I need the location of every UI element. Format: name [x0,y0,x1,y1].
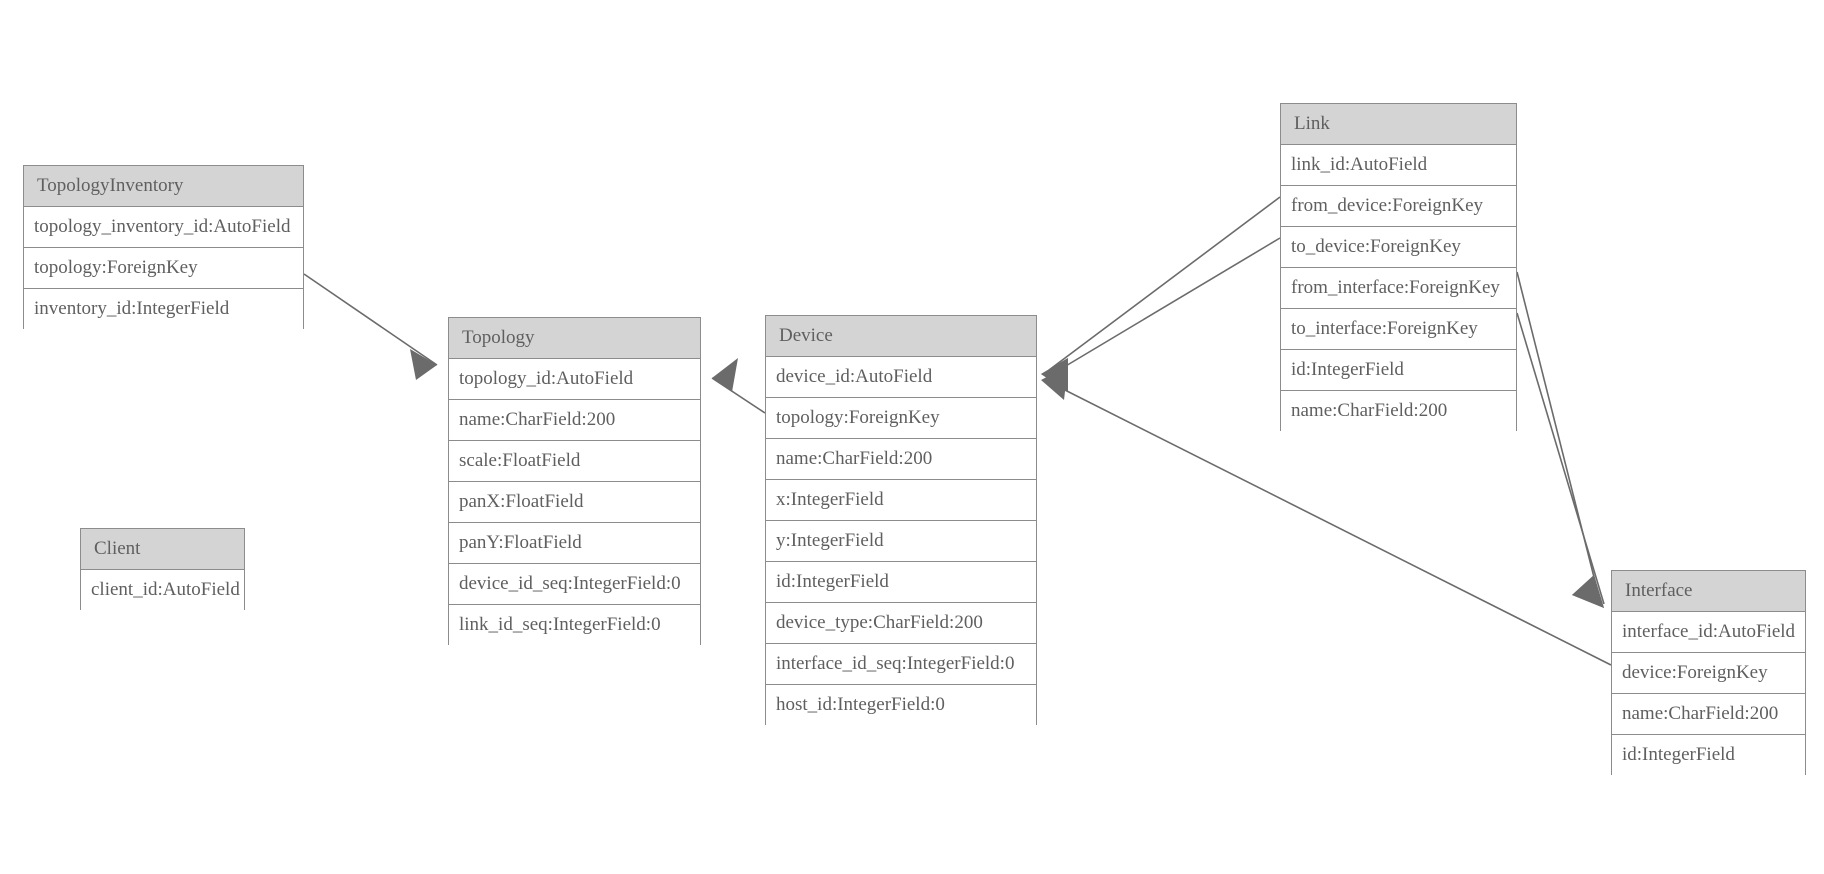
relationship-line-link-from-device [1048,196,1281,371]
entity-field: device_id:AutoField [766,357,1036,398]
arrowhead-icon [1041,366,1068,400]
arrowhead-icon [712,358,738,392]
entity-field: id:IntegerField [1612,735,1805,776]
entity-field: topology:ForeignKey [766,398,1036,439]
entity-field: scale:FloatField [449,441,700,482]
entity-field: panY:FloatField [449,523,700,564]
entity-field: x:IntegerField [766,480,1036,521]
entity-field: from_device:ForeignKey [1281,186,1516,227]
entity-field: client_id:AutoField [81,570,244,611]
relationship-line-device-topology [711,377,766,414]
entity-field: id:IntegerField [1281,350,1516,391]
relationship-line-link-to-interface [1516,312,1605,605]
entity-field: inventory_id:IntegerField [24,289,303,330]
entity-title-client: Client [81,529,244,570]
entity-field: from_interface:ForeignKey [1281,268,1516,309]
entity-title-topology: Topology [449,318,700,359]
arrowhead-icon [1041,358,1068,392]
relationship-line-link-to-device [1048,237,1281,377]
entity-field: interface_id_seq:IntegerField:0 [766,644,1036,685]
entity-field: y:IntegerField [766,521,1036,562]
relationship-line-topologyinventory-topology [303,273,438,366]
relationship-line-link-from-interface [1516,271,1601,602]
entity-title-topology_inventory: TopologyInventory [24,166,303,207]
entity-title-link: Link [1281,104,1516,145]
entity-field: device_id_seq:IntegerField:0 [449,564,700,605]
entity-field: to_interface:ForeignKey [1281,309,1516,350]
entity-field: host_id:IntegerField:0 [766,685,1036,726]
entity-field: device_type:CharField:200 [766,603,1036,644]
entity-field: device:ForeignKey [1612,653,1805,694]
entity-field: id:IntegerField [766,562,1036,603]
entity-field: link_id_seq:IntegerField:0 [449,605,700,646]
entity-field: to_device:ForeignKey [1281,227,1516,268]
arrowhead-icon [410,349,437,380]
entity-field: topology_id:AutoField [449,359,700,400]
entity-field: name:CharField:200 [766,439,1036,480]
entity-field: panX:FloatField [449,482,700,523]
entity-field: interface_id:AutoField [1612,612,1805,653]
entity-field: name:CharField:200 [449,400,700,441]
entity-title-interface: Interface [1612,571,1805,612]
entity-field: topology_inventory_id:AutoField [24,207,303,248]
entity-field: link_id:AutoField [1281,145,1516,186]
entity-title-device: Device [766,316,1036,357]
arrowhead-icon [1572,575,1604,608]
entity-field: topology:ForeignKey [24,248,303,289]
entity-field: name:CharField:200 [1281,391,1516,432]
entity-field: name:CharField:200 [1612,694,1805,735]
arrowhead-icon [1572,575,1604,608]
arrowhead-icon [1041,358,1068,392]
